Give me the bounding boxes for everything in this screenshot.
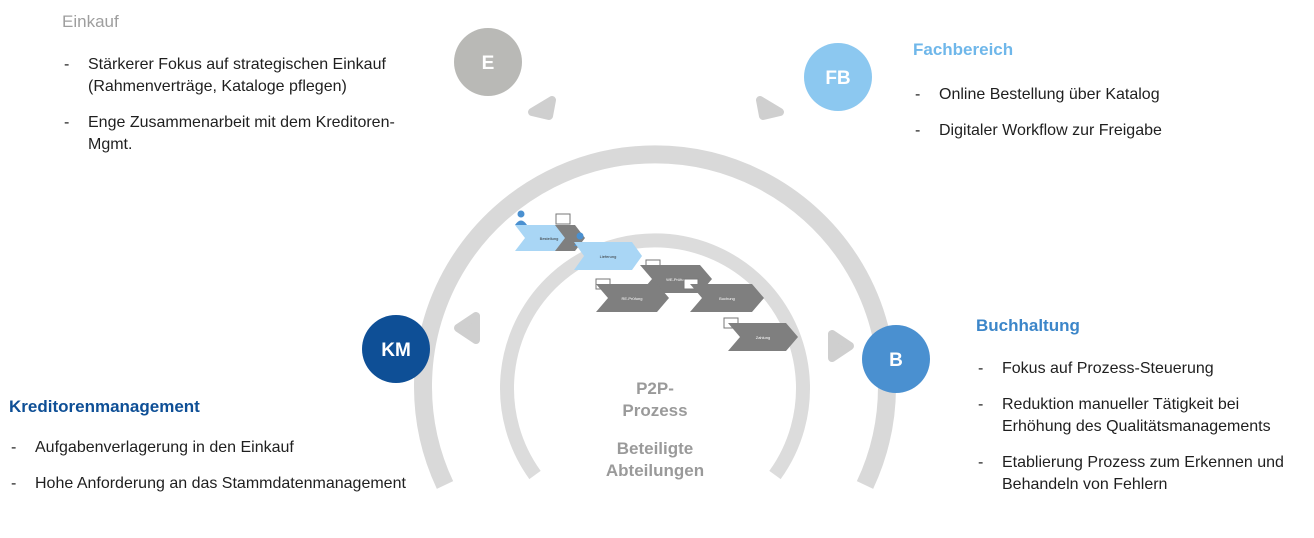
user-icon (515, 210, 527, 225)
kreditorenmanagement-block: Kreditorenmanagement Aufgabenverlagerung… (9, 397, 409, 509)
fachbereich-list: Online Bestellung über Katalog Digitaler… (913, 84, 1273, 142)
center-label-p2p: P2P- Prozess (600, 378, 710, 422)
process-step-label: Buchung (719, 296, 735, 301)
process-step-label: Zahlung (756, 335, 770, 340)
buchhaltung-title: Buchhaltung (976, 316, 1080, 335)
inner-ring (500, 233, 810, 480)
einkauf-list: Stärkerer Fokus auf strategischen Einkau… (62, 54, 412, 156)
beteiligte-label: Beteiligte Abteilungen (605, 439, 705, 480)
buchhaltung-block: Buchhaltung Fokus auf Prozess-Steuerung … (976, 316, 1306, 510)
list-item: Etablierung Prozess zum Erkennen und Beh… (976, 452, 1306, 496)
circle-kreditoren (362, 315, 430, 383)
kreditorenmanagement-list: Aufgabenverlagerung in den Einkauf Hohe … (9, 437, 409, 495)
circle-fachbereich-label: FB (825, 68, 850, 89)
einkauf-block: Einkauf Stärkerer Fokus auf strategische… (62, 12, 412, 170)
outer-ring (414, 145, 896, 489)
process-step-label: WE-Prüfung (666, 277, 688, 282)
list-item: Aufgabenverlagerung in den Einkauf (9, 437, 409, 459)
doc-icon (555, 213, 571, 225)
list-item: Enge Zusammenarbeit mit dem Kreditoren-M… (62, 112, 412, 156)
list-item: Hohe Anforderung an das Stammdatenmanage… (9, 473, 409, 495)
circle-buchhaltung-label: B (889, 350, 903, 371)
arrow-to-kreditoren-icon (454, 312, 480, 344)
list-item: Digitaler Workflow zur Freigabe (913, 120, 1273, 142)
process-chain: Bestellung Lieferung WE-Prüfung RE-Prüfu… (515, 210, 798, 351)
fachbereich-title: Fachbereich (913, 40, 1014, 59)
process-step-re-pruefung (596, 284, 669, 312)
process-step-label: RE-Prüfung (622, 296, 643, 301)
list-item: Fokus auf Prozess-Steuerung (976, 358, 1306, 380)
circle-einkauf (454, 28, 522, 96)
circle-buchhaltung (862, 325, 930, 393)
list-item: Reduktion manueller Tätigkeit bei Erhöhu… (976, 394, 1306, 438)
list-item: Stärkerer Fokus auf strategischen Einkau… (62, 54, 412, 98)
einkauf-title: Einkauf (62, 12, 119, 31)
circle-fachbereich (804, 43, 872, 111)
buchhaltung-list: Fokus auf Prozess-Steuerung Reduktion ma… (976, 358, 1306, 496)
arrow-to-buchhaltung-icon (828, 330, 854, 362)
process-step-zahlung (728, 323, 798, 351)
center-label-beteiligte: Beteiligte Abteilungen (590, 438, 720, 482)
process-step-lieferung (574, 242, 642, 270)
arrow-to-fachbereich-icon (756, 96, 784, 120)
kreditorenmanagement-title: Kreditorenmanagement (9, 397, 200, 416)
arrow-to-einkauf-icon (528, 96, 556, 120)
list-item: Online Bestellung über Katalog (913, 84, 1273, 106)
process-step-label: Bestellung (540, 236, 559, 241)
process-step-buchung (690, 284, 764, 312)
circle-einkauf-label: E (482, 53, 495, 74)
process-step-label: Lieferung (600, 254, 617, 259)
circle-kreditoren-label: KM (381, 340, 411, 361)
fachbereich-block: Fachbereich Online Bestellung über Katal… (913, 40, 1273, 156)
p2p-label: P2P- Prozess (622, 379, 688, 420)
